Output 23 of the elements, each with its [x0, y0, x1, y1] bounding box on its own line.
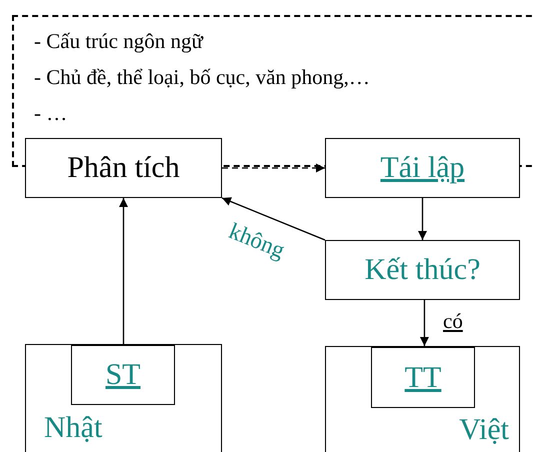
arrow: [222, 197, 326, 241]
box-label: Việt: [459, 413, 509, 447]
language-box: [325, 346, 520, 452]
process-box: [371, 347, 475, 408]
arrow: [222, 164, 325, 172]
arrow: [119, 198, 128, 344]
process-box: [325, 240, 520, 300]
bullet-text: - Cấu trúc ngôn ngữ: [34, 29, 203, 54]
edge-label: có: [443, 309, 463, 334]
bullet-text: - …: [34, 101, 68, 126]
box-label: Kết thúc?: [364, 253, 482, 287]
bullet-text: - Chủ đề, thể loại, bố cục, văn phong,…: [34, 65, 370, 90]
process-box: [25, 138, 222, 198]
arrow: [420, 300, 429, 346]
language-box: [25, 344, 222, 452]
arrow: [418, 198, 427, 240]
box-label: ST: [104, 358, 142, 392]
box-label: Tái lập: [379, 151, 466, 185]
box-label: TT: [404, 360, 442, 394]
box-label: Nhật: [44, 411, 102, 445]
box-label: Phân tích: [66, 151, 181, 185]
process-box: [325, 138, 520, 198]
process-box: [71, 345, 175, 405]
